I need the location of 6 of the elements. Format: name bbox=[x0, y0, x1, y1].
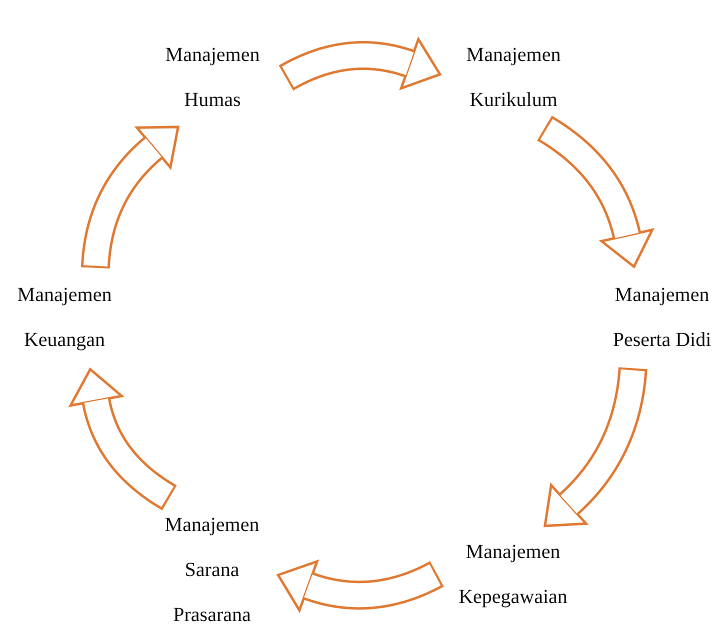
text-label: Manajemen Sarana Prasarana bbox=[152, 503, 272, 629]
text-label: Manajemen Kurikulum bbox=[446, 33, 581, 123]
text-label: Manajemen Kepegawaian bbox=[443, 530, 583, 620]
text-label: Manajemen Keuangan bbox=[2, 273, 127, 363]
text-label: Manajemen Humas bbox=[145, 33, 280, 123]
text-label: Manajemen Peserta Didi bbox=[597, 273, 722, 363]
